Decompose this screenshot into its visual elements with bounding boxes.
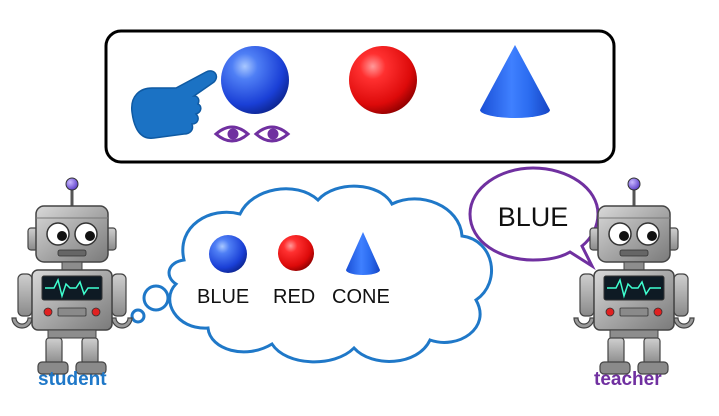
cloud-label-blue: BLUE — [197, 286, 250, 308]
cloud-blue-sphere — [209, 235, 247, 273]
speech-text: BLUE — [497, 202, 569, 232]
cloud-red-sphere — [278, 235, 314, 271]
thought-dot-large — [142, 284, 170, 312]
red-sphere — [349, 46, 417, 114]
thought-dot-small — [130, 308, 146, 324]
blue-sphere — [221, 46, 289, 114]
student-robot — [10, 176, 134, 376]
speech-bubble — [468, 166, 600, 271]
student-label: student — [38, 369, 107, 390]
pointing-hand-icon — [131, 70, 218, 139]
cloud-label-cone: CONE — [332, 286, 390, 308]
teacher-label: teacher — [594, 369, 662, 390]
blue-cone — [480, 45, 550, 118]
cloud-blue-cone — [346, 232, 380, 275]
cloud-label-red: RED — [273, 286, 316, 308]
eyes-icon — [213, 125, 291, 143]
thought-cloud — [167, 184, 493, 364]
